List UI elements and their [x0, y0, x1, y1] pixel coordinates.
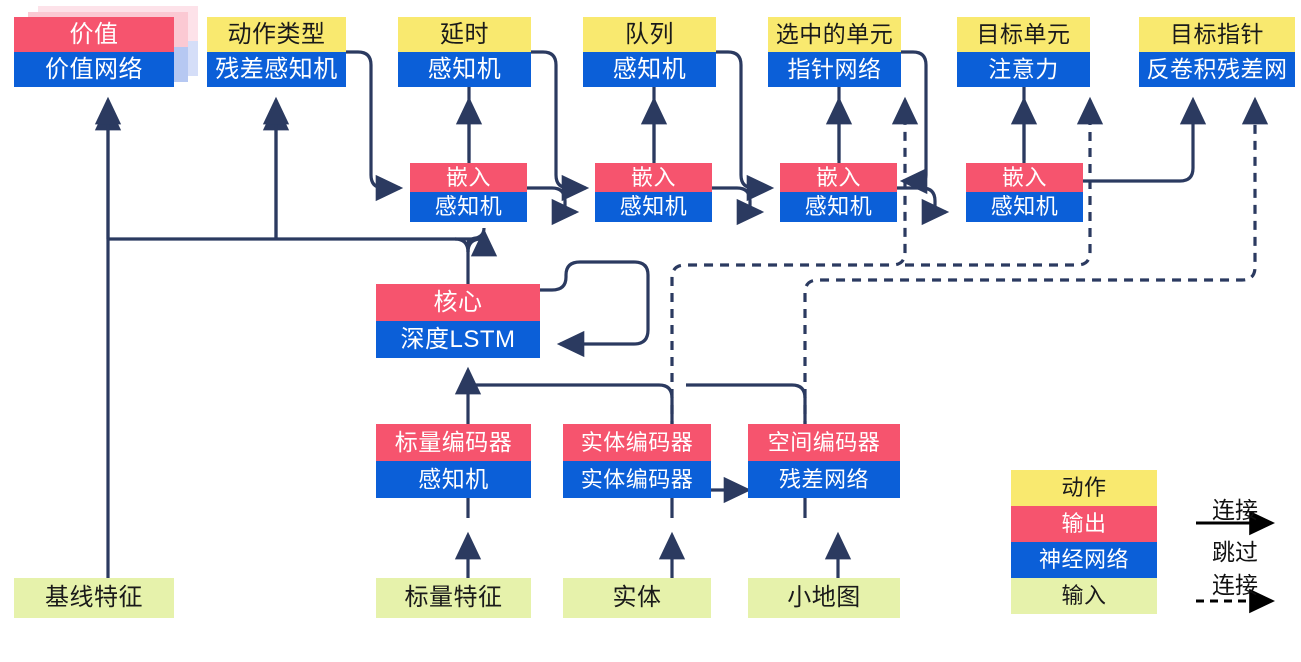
node-embed-selected[interactable]: 嵌入 感知机 — [780, 163, 897, 222]
legend-swatch-network: 神经网络 — [1011, 542, 1157, 578]
node-embed-selected-network-label: 感知机 — [780, 192, 897, 222]
legend-skip-label-line2: 连接 — [1212, 572, 1258, 598]
node-input-baseline-features[interactable]: 基线特征 — [14, 578, 174, 618]
node-selected-units-network-label: 指针网络 — [768, 52, 901, 87]
legend-swatch-output: 输出 — [1011, 506, 1157, 542]
node-core-network-label: 深度LSTM — [376, 321, 540, 358]
node-entity-encoder[interactable]: 实体编码器 实体编码器 — [563, 424, 711, 498]
node-input-entities-label: 实体 — [563, 578, 711, 618]
node-core[interactable]: 核心 深度LSTM — [376, 284, 540, 358]
legend-skip-label-line1: 跳过 — [1212, 539, 1258, 565]
legend-swatch-input: 输入 — [1011, 578, 1157, 614]
node-delay[interactable]: 延时 感知机 — [398, 17, 531, 87]
node-spatial-encoder[interactable]: 空间编码器 残差网络 — [748, 424, 900, 498]
node-queued[interactable]: 队列 感知机 — [583, 17, 716, 87]
node-embed-delay[interactable]: 嵌入 感知机 — [410, 163, 527, 222]
node-embed-target-output-label: 嵌入 — [966, 163, 1083, 192]
node-queued-network-label: 感知机 — [583, 52, 716, 87]
node-embed-target[interactable]: 嵌入 感知机 — [966, 163, 1083, 222]
node-target-unit[interactable]: 目标单元 注意力 — [957, 17, 1090, 87]
node-embed-queued-output-label: 嵌入 — [595, 163, 712, 192]
node-embed-queued[interactable]: 嵌入 感知机 — [595, 163, 712, 222]
node-selected-units-action-label: 选中的单元 — [768, 17, 901, 52]
node-embed-delay-network-label: 感知机 — [410, 192, 527, 222]
node-embed-queued-network-label: 感知机 — [595, 192, 712, 222]
node-input-scalar-features-label: 标量特征 — [376, 578, 531, 618]
node-action-type-action-label: 动作类型 — [207, 17, 346, 52]
node-delay-action-label: 延时 — [398, 17, 531, 52]
node-core-output-label: 核心 — [376, 284, 540, 321]
node-target-point-network-label: 反卷积残差网 — [1139, 52, 1295, 87]
node-scalar-encoder-network-label: 感知机 — [376, 461, 531, 498]
node-input-scalar-features[interactable]: 标量特征 — [376, 578, 531, 618]
node-queued-action-label: 队列 — [583, 17, 716, 52]
node-selected-units[interactable]: 选中的单元 指针网络 — [768, 17, 901, 87]
node-embed-selected-output-label: 嵌入 — [780, 163, 897, 192]
node-scalar-encoder-output-label: 标量编码器 — [376, 424, 531, 461]
node-input-minimap[interactable]: 小地图 — [748, 578, 900, 618]
node-value-output-label: 价值 — [14, 17, 174, 52]
node-spatial-encoder-network-label: 残差网络 — [748, 461, 900, 498]
node-target-unit-network-label: 注意力 — [957, 52, 1090, 87]
legend-swatch-action: 动作 — [1011, 470, 1157, 506]
node-embed-delay-output-label: 嵌入 — [410, 163, 527, 192]
node-target-point[interactable]: 目标指针 反卷积残差网 — [1139, 17, 1295, 87]
node-entity-encoder-network-label: 实体编码器 — [563, 461, 711, 498]
node-input-baseline-features-label: 基线特征 — [14, 578, 174, 618]
node-action-type[interactable]: 动作类型 残差感知机 — [207, 17, 346, 87]
node-scalar-encoder[interactable]: 标量编码器 感知机 — [376, 424, 531, 498]
node-action-type-network-label: 残差感知机 — [207, 52, 346, 87]
legend-connection-label: 连接 — [1212, 497, 1258, 523]
node-value-network-label: 价值网络 — [14, 52, 174, 87]
node-delay-network-label: 感知机 — [398, 52, 531, 87]
node-target-unit-action-label: 目标单元 — [957, 17, 1090, 52]
node-embed-target-network-label: 感知机 — [966, 192, 1083, 222]
node-input-minimap-label: 小地图 — [748, 578, 900, 618]
node-input-entities[interactable]: 实体 — [563, 578, 711, 618]
node-value[interactable]: 价值 价值网络 — [14, 17, 174, 87]
node-target-point-action-label: 目标指针 — [1139, 17, 1295, 52]
node-spatial-encoder-output-label: 空间编码器 — [748, 424, 900, 461]
legend-swatches: 动作 输出 神经网络 输入 — [1011, 470, 1157, 614]
node-entity-encoder-output-label: 实体编码器 — [563, 424, 711, 461]
